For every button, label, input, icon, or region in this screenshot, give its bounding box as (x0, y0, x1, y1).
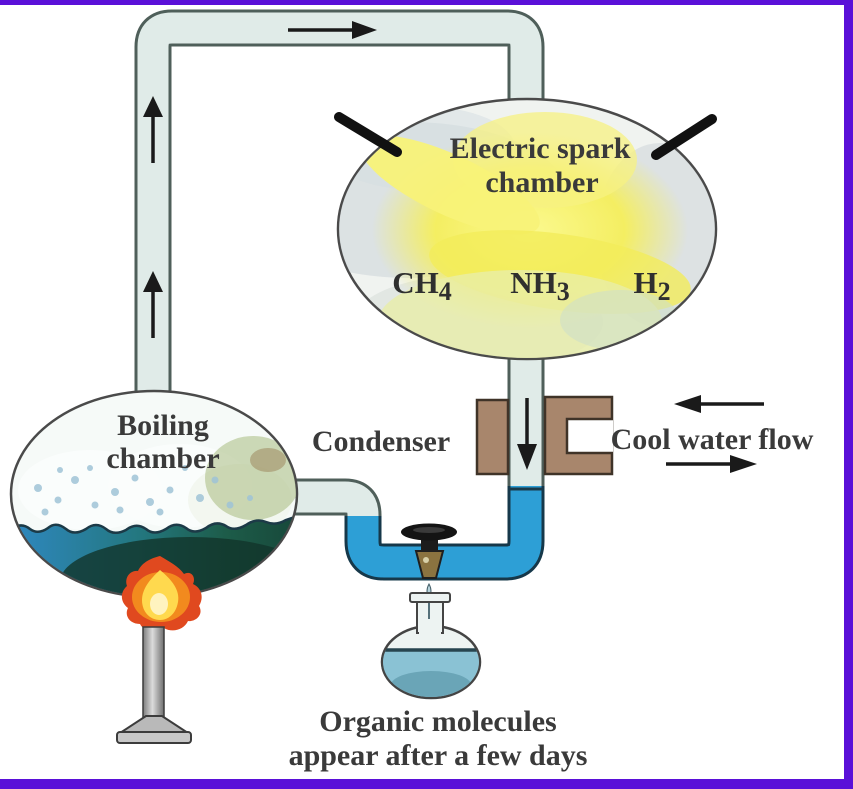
flask-water (383, 648, 479, 697)
gas-label-nh3: NH3 (510, 265, 570, 306)
stopcock-body (414, 550, 445, 579)
burner (116, 556, 202, 744)
stopcock-valve (401, 523, 457, 600)
boiling-chamber-label-line2: chamber (106, 442, 219, 475)
spark-chamber: Electric spark chamber CH4 NH3 H2 (334, 97, 718, 361)
cool-water-in-arrow-icon (674, 395, 764, 413)
flask-stand (116, 626, 192, 744)
spark-chamber-label-line2: chamber (485, 166, 598, 199)
condenser-label: Condenser (312, 425, 450, 458)
cool-water-label: Cool water flow (611, 423, 814, 456)
condensate-arrow-down-icon (517, 398, 537, 470)
flow-arrow-up-1-icon (143, 96, 163, 163)
flow-arrows (143, 21, 764, 473)
boiling-chamber-label-line1: Boiling (117, 409, 209, 442)
condenser-jacket (475, 395, 614, 476)
flask-lip (409, 592, 451, 603)
flow-arrow-up-2-icon (143, 271, 163, 338)
condenser-jacket-right (543, 395, 614, 476)
gas-label-h2: H2 (633, 265, 670, 306)
frame-border-right (844, 0, 853, 789)
spark-chamber-label-line1: Electric spark (450, 132, 631, 165)
flow-arrow-right-icon (288, 21, 377, 39)
electrode-left (334, 112, 402, 157)
boiling-outlet-tube (294, 478, 382, 524)
water-return-tube (344, 486, 545, 581)
caption: Organic molecules appear after a few day… (289, 705, 588, 772)
frame-border-bottom (0, 779, 853, 789)
vapor-tube (134, 9, 545, 400)
frame-border-top (0, 0, 853, 5)
electrode-right (651, 114, 717, 160)
steam-bubbles (34, 465, 253, 516)
condenser-jacket-left (475, 398, 510, 476)
caption-line2: appear after a few days (289, 739, 588, 772)
gas-label-ch4: CH4 (392, 265, 452, 306)
cool-water-out-arrow-icon (666, 455, 757, 473)
spark-chamber-interior (339, 106, 715, 358)
collection-flask (380, 592, 482, 700)
caption-line1: Organic molecules (319, 705, 556, 738)
burner-flame-core (150, 593, 168, 615)
waterline (12, 514, 296, 534)
